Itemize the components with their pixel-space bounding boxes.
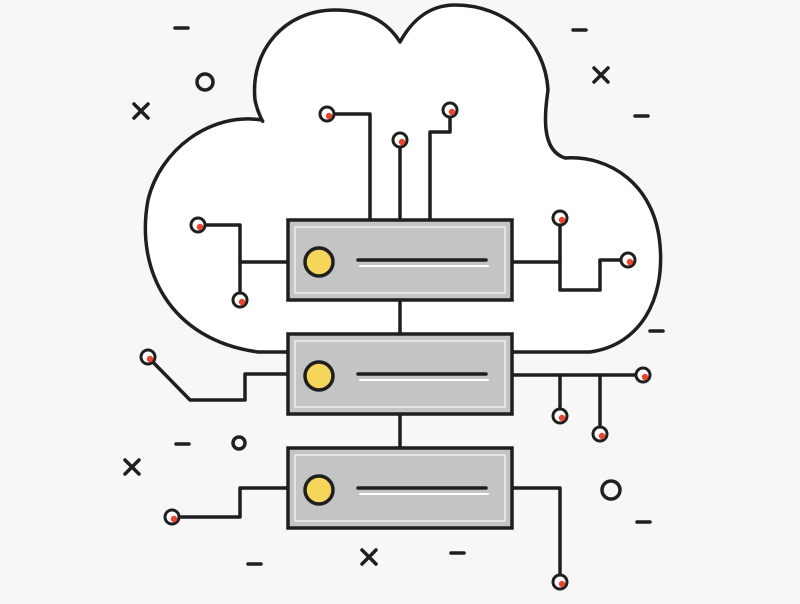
status-led-icon [303,474,335,506]
circuit-node-icon [551,407,569,425]
server-icon [286,332,514,416]
server-rack [286,218,514,530]
status-led-icon [303,246,335,278]
circuit-node-icon [619,251,637,269]
server-icon [286,218,514,302]
circuit-node-icon [189,216,207,234]
circuit-node-icon [551,573,569,591]
decorative-marks [123,26,665,566]
server-icon [286,446,514,530]
cross-icon [123,458,141,476]
circuit-node-icon [163,508,181,526]
circuit-node-icon [139,348,157,366]
cross-icon [360,548,378,566]
cross-icon [132,102,150,120]
ring-icon [600,479,622,501]
circuit-traces [146,108,645,584]
circuit-nodes [139,101,652,591]
circuit-node-icon [391,131,409,149]
ring-icon [231,435,247,451]
circuit-node-icon [441,101,459,119]
circuit-node-icon [231,291,249,309]
cloud-icon [143,3,663,354]
status-led-icon [303,360,335,392]
cross-icon [592,66,610,84]
circuit-node-icon [318,105,336,123]
circuit-node-icon [591,425,609,443]
circuit-node-icon [634,366,652,384]
ring-icon [195,72,215,92]
circuit-node-icon [551,209,569,227]
